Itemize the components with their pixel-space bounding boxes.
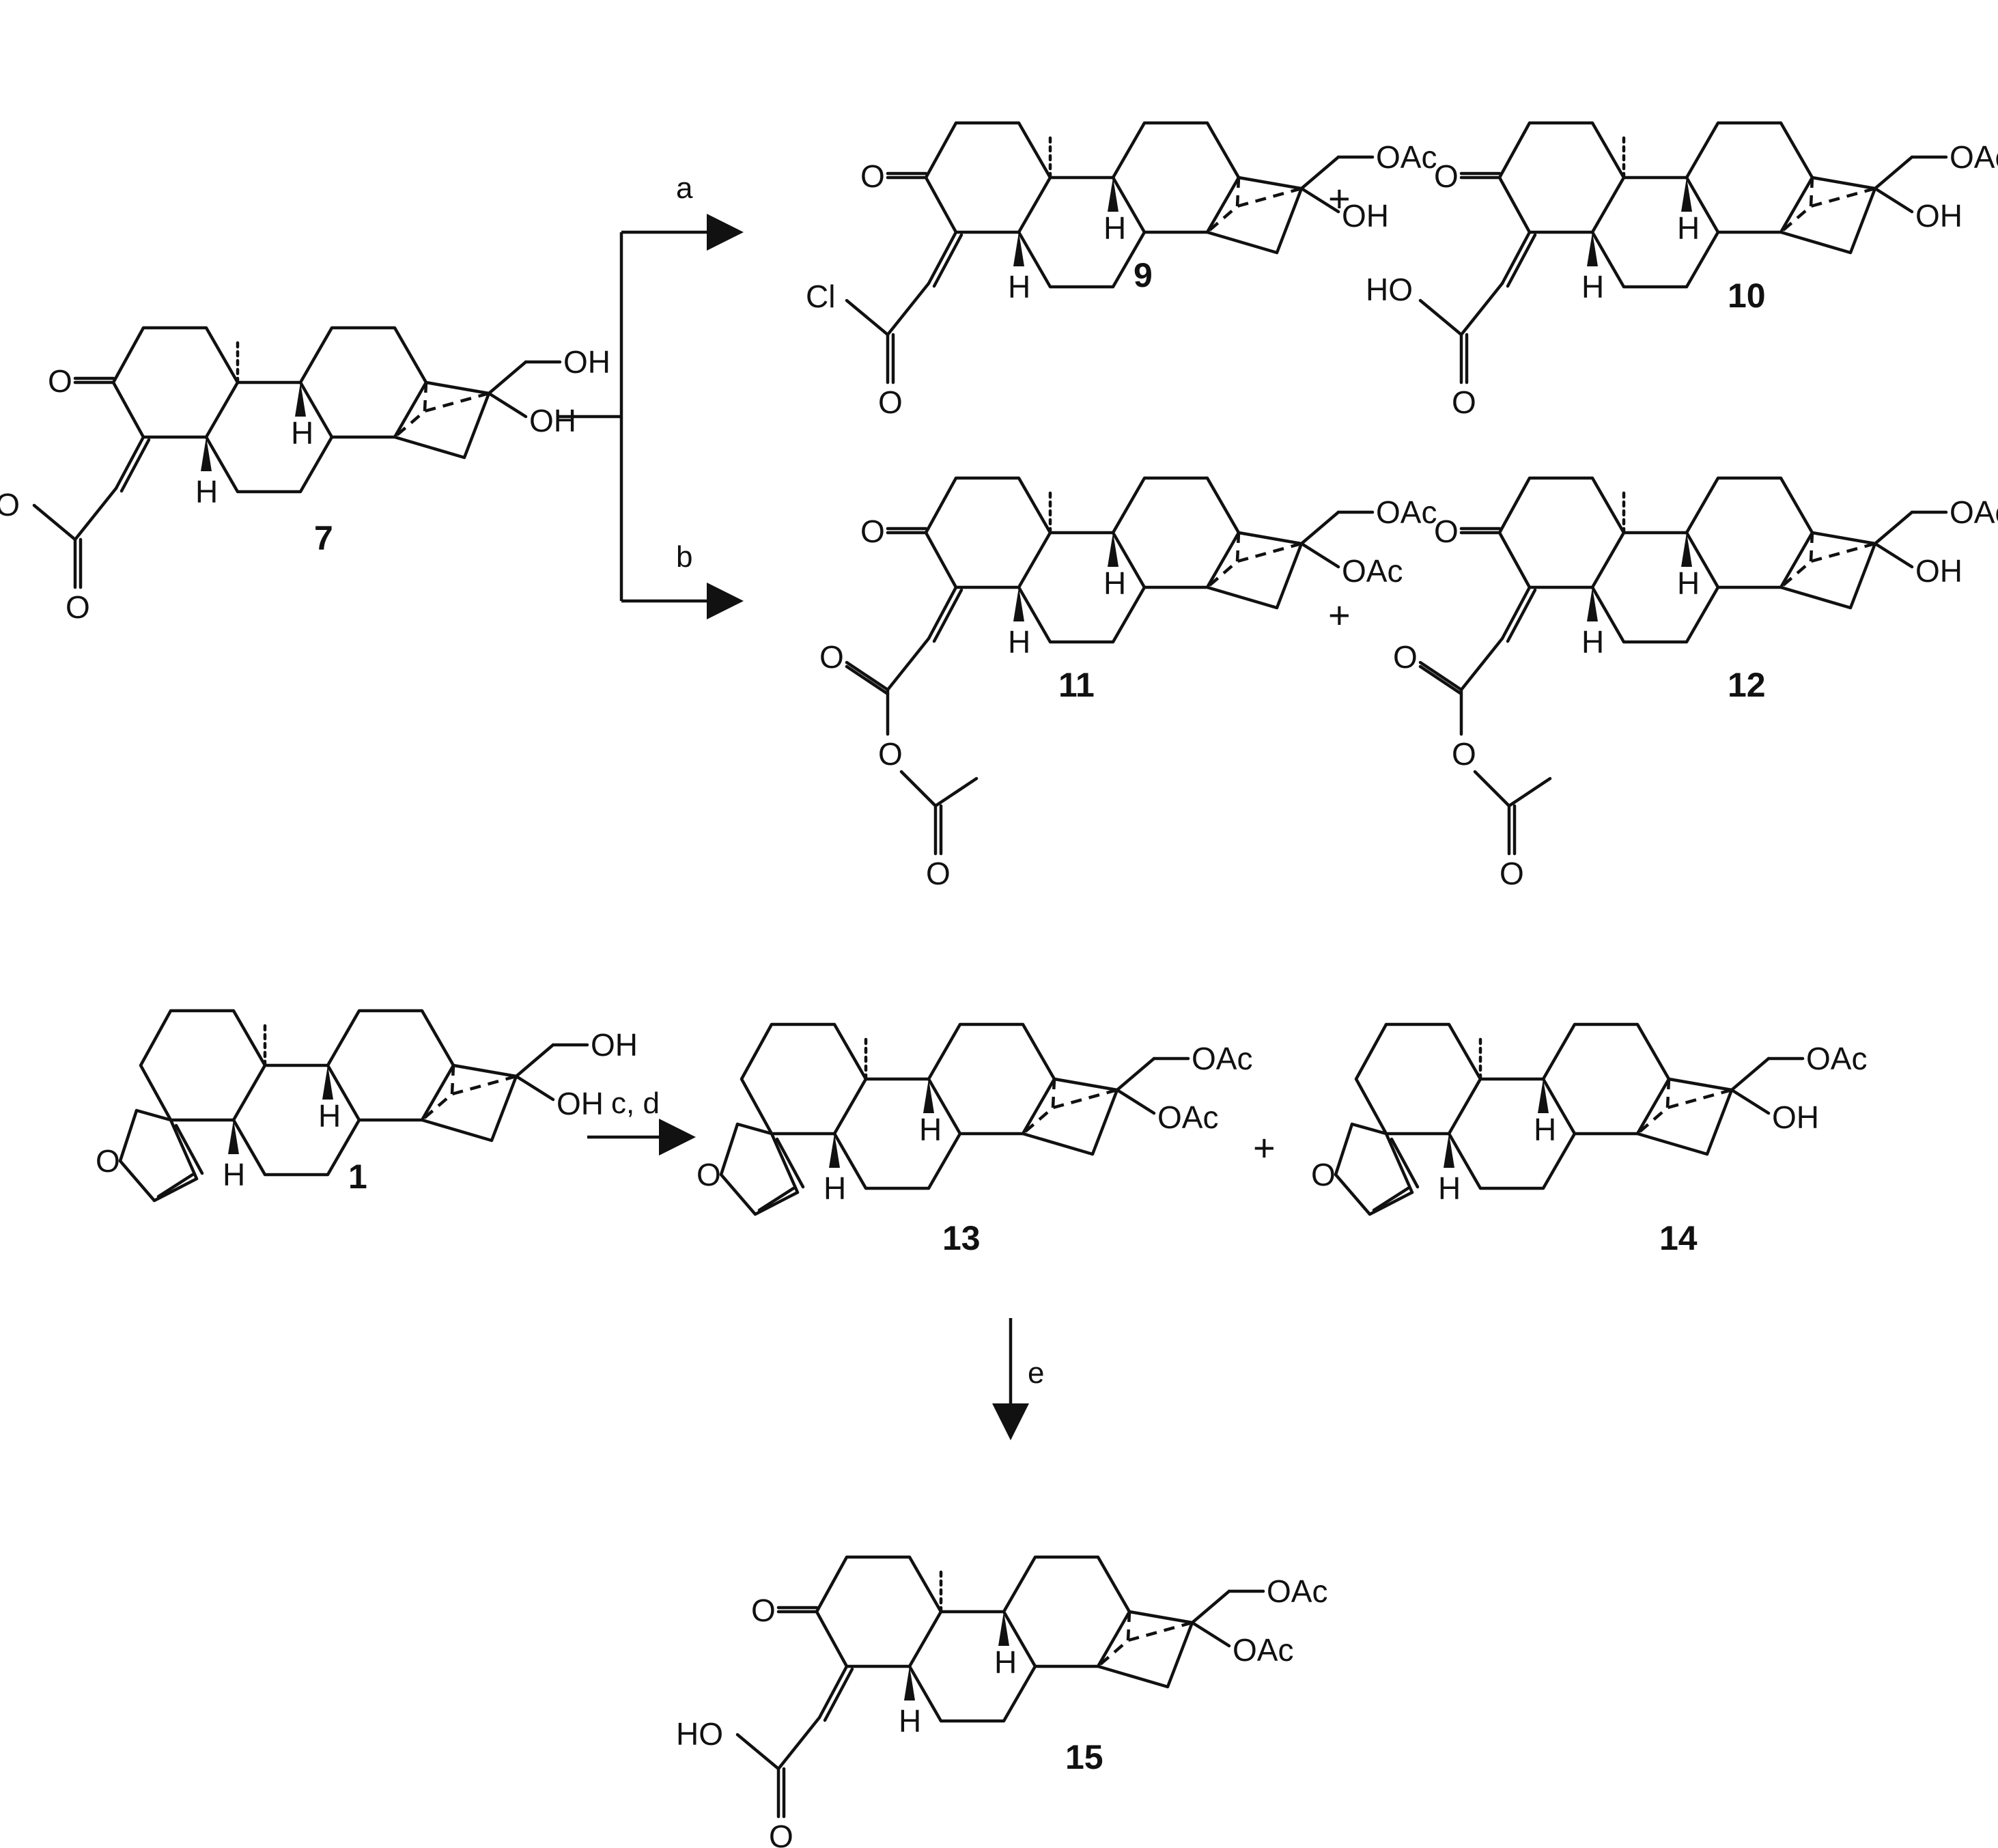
atom-h-c5: H	[195, 474, 218, 509]
compound-12: O O O O H H OAc OH 12	[1393, 478, 1998, 891]
plus-sign: +	[1253, 1126, 1276, 1169]
atom-h-c9: H	[318, 1098, 341, 1134]
atom-c16: OAc	[1233, 1632, 1293, 1668]
atom-o-carbonyl: O	[66, 589, 90, 625]
atom-h-c5: H	[1581, 624, 1604, 660]
atom-h-c9: H	[1677, 565, 1700, 601]
compound-10: O HO O H H OAc OH 10	[1366, 123, 1998, 420]
atom-ho: HO	[676, 1716, 723, 1752]
atom-c17: OAc	[1376, 494, 1437, 530]
condition-e: e	[1028, 1356, 1044, 1390]
atom-o-ketone: O	[860, 158, 885, 194]
plus-sign: +	[1328, 593, 1351, 636]
atom-o-acetyl: O	[1500, 856, 1524, 891]
atom-h-c9: H	[1534, 1112, 1556, 1147]
atom-c16: OH	[1915, 553, 1962, 589]
atom-h-c5: H	[824, 1171, 846, 1206]
atom-c17: OAc	[1267, 1573, 1327, 1609]
compound-11: O O O O H H OAc OAc 11	[819, 478, 1437, 891]
compound-7: O HO O H H OH OH 7	[0, 328, 610, 625]
atom-o-ketone: O	[48, 363, 72, 399]
arrow-cd: c, d	[587, 1087, 696, 1156]
atom-h-c9: H	[994, 1644, 1017, 1680]
condition-b: b	[676, 540, 692, 574]
plus-sign: +	[1328, 177, 1351, 220]
atom-h-c9: H	[1103, 210, 1126, 246]
atom-c17: OAc	[1806, 1041, 1867, 1076]
atom-c16: OH	[1915, 198, 1962, 234]
atom-h-c5: H	[1008, 624, 1030, 660]
atom-h-c9: H	[919, 1112, 942, 1147]
atom-c16: OAc	[1342, 553, 1403, 589]
atom-h-c9: H	[1103, 565, 1126, 601]
atom-c16: OH	[557, 1086, 604, 1121]
atom-c16: OH	[529, 403, 576, 438]
atom-o-furan: O	[1311, 1157, 1336, 1192]
atom-o-carbonyl: O	[769, 1819, 793, 1848]
atom-c17: OAc	[1192, 1041, 1252, 1076]
atom-h-c9: H	[1677, 210, 1700, 246]
compound-label: 13	[942, 1219, 981, 1257]
atom-c17: OAc	[1950, 494, 1998, 530]
atom-h-c9: H	[291, 415, 313, 451]
atom-c16: OH	[1342, 198, 1389, 234]
atom-o-ketone: O	[1434, 158, 1459, 194]
atom-cl: Cl	[806, 279, 835, 314]
branch-arrow: a b	[557, 171, 744, 619]
compound-label: 15	[1065, 1738, 1103, 1776]
atom-ho: HO	[1366, 272, 1413, 307]
compound-label: 1	[348, 1158, 367, 1196]
atom-c16: OAc	[1157, 1100, 1218, 1135]
atom-o-ketone: O	[1434, 514, 1459, 549]
compound-label: 14	[1659, 1219, 1698, 1257]
atom-c16: OH	[1772, 1100, 1819, 1135]
compound-label: 10	[1728, 277, 1766, 315]
compound-9: O Cl O H H OAc OH 9	[806, 123, 1437, 420]
atom-ho: HO	[0, 487, 20, 522]
atom-c17: OH	[563, 344, 610, 380]
compound-label: 9	[1134, 256, 1153, 294]
atom-o-carbonyl: O	[878, 384, 903, 420]
compound-label: 12	[1728, 666, 1766, 704]
atom-c17: OH	[591, 1027, 638, 1063]
atom-h-c5: H	[223, 1157, 245, 1192]
atom-h-c5: H	[1008, 269, 1030, 305]
atom-o-furan: O	[697, 1157, 721, 1192]
atom-o-carbonyl: O	[1452, 384, 1476, 420]
atom-o-carbonyl: O	[1393, 639, 1418, 675]
atom-h-c5: H	[899, 1703, 921, 1739]
atom-h-c5: H	[1438, 1171, 1461, 1206]
compound-1: O H H OH OH 1	[96, 1011, 638, 1203]
atom-o-bridge: O	[1452, 736, 1476, 772]
atom-o-furan: O	[96, 1143, 120, 1179]
atom-c17: OAc	[1376, 139, 1437, 175]
atom-h-c5: H	[1581, 269, 1604, 305]
atom-o-bridge: O	[878, 736, 903, 772]
arrow-e: e	[992, 1318, 1044, 1440]
compound-label: 11	[1058, 666, 1095, 704]
atom-c17: OAc	[1950, 139, 1998, 175]
compound-13: O H H OAc OAc 13	[697, 1024, 1252, 1257]
condition-a: a	[676, 171, 693, 205]
atom-o-ketone: O	[751, 1593, 776, 1628]
compound-label: 7	[314, 519, 333, 557]
compound-14: O H H OAc OH 14	[1311, 1024, 1867, 1257]
atom-o-acetyl: O	[926, 856, 951, 891]
compound-15: O HO O H H OAc OAc 15	[676, 1557, 1327, 1848]
atom-o-carbonyl: O	[819, 639, 844, 675]
atom-o-ketone: O	[860, 514, 885, 549]
condition-cd: c, d	[611, 1087, 660, 1120]
